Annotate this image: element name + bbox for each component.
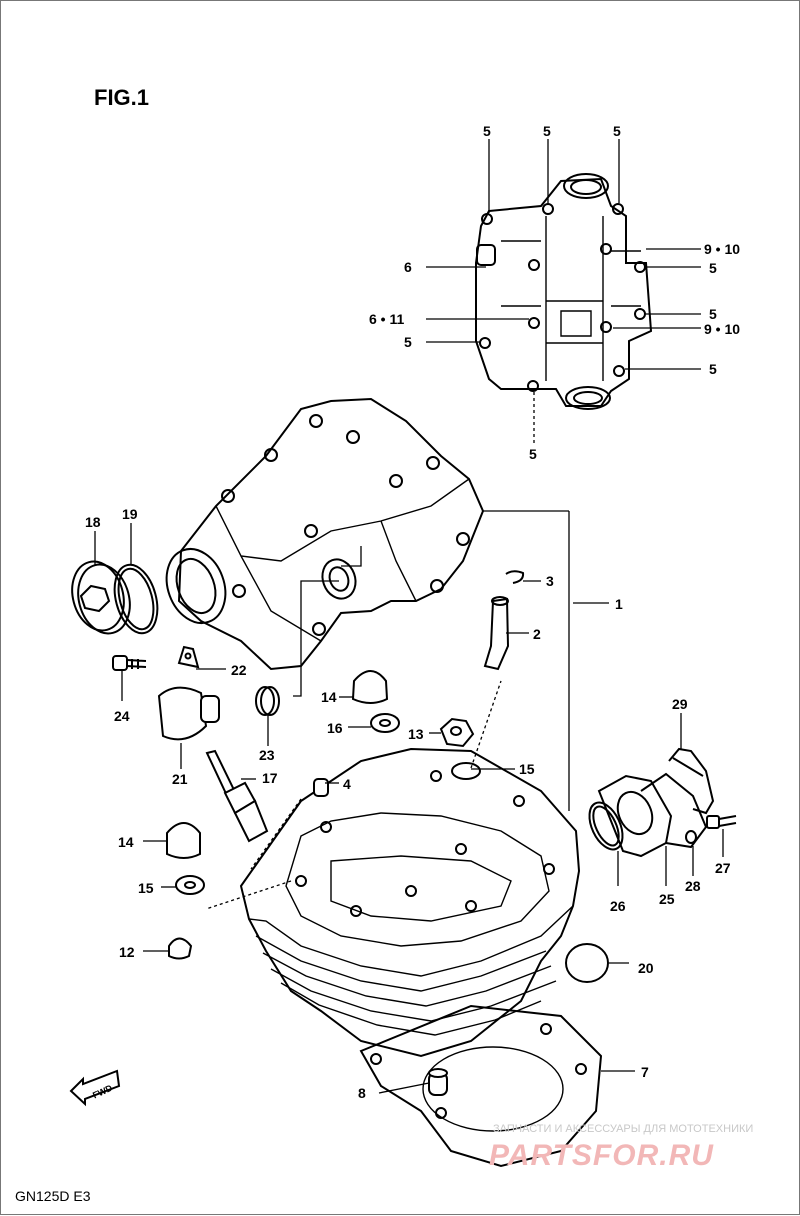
watermark-site: PARTSFOR.RU — [489, 1139, 714, 1172]
callout-21: 21 — [172, 771, 188, 787]
callout-5g: 5 — [709, 361, 717, 377]
callout-5h: 5 — [529, 446, 537, 462]
cylinder-head — [239, 747, 581, 1058]
callout-24: 24 — [114, 708, 130, 724]
nut — [439, 717, 475, 748]
callout-12: 12 — [119, 944, 135, 960]
callout-14b: 14 — [118, 834, 134, 850]
callout-15a: 15 — [519, 761, 535, 777]
head-cover-top-view — [475, 173, 653, 410]
valve-cap-assembly — [71, 560, 159, 635]
head-cover-leader-lines — [426, 139, 701, 443]
oil-seal — [255, 686, 280, 716]
callout-9-10b: 9 • 10 — [704, 321, 740, 337]
watermark: ЗАПЧАСТИ И АКСЕССУАРЫ ДЛЯ МОТОТЕХНИКИ PA… — [489, 1123, 753, 1172]
spark-plug — [205, 749, 269, 843]
callout-5b: 5 — [543, 123, 551, 139]
callout-27: 27 — [715, 860, 731, 876]
callout-4: 4 — [343, 776, 351, 792]
callout-26: 26 — [610, 898, 626, 914]
callout-13: 13 — [408, 726, 424, 742]
cap — [157, 686, 220, 741]
callout-14a: 14 — [321, 689, 337, 705]
callout-5c: 5 — [613, 123, 621, 139]
washer-lower — [175, 875, 205, 895]
cylinder-head-gasket — [359, 1004, 603, 1168]
callout-16: 16 — [327, 720, 343, 736]
callout-2: 2 — [533, 626, 541, 642]
callout-labels: 5 5 5 6 9 • 10 5 5 6 • 11 9 • 10 5 5 5 1… — [85, 123, 740, 1101]
callout-18: 18 — [85, 514, 101, 530]
callout-17: 17 — [262, 770, 278, 786]
callout-20: 20 — [638, 960, 654, 976]
callout-1: 1 — [615, 596, 623, 612]
callout-15b: 15 — [138, 880, 154, 896]
callout-6: 6 — [404, 259, 412, 275]
valve-guide — [483, 596, 510, 671]
callout-3: 3 — [546, 573, 554, 589]
model-code: GN125D E3 — [15, 1188, 91, 1204]
circlip — [505, 570, 525, 584]
callout-5e: 5 — [709, 306, 717, 322]
callout-25: 25 — [659, 891, 675, 907]
callout-9-10a: 9 • 10 — [704, 241, 740, 257]
callout-5d: 5 — [709, 260, 717, 276]
cap-nut-upper — [351, 670, 389, 704]
callout-6-11: 6 • 11 — [369, 311, 404, 327]
dowel-pin — [428, 1068, 448, 1096]
callout-7: 7 — [641, 1064, 649, 1080]
cap-nut-lower — [166, 822, 201, 859]
callout-8: 8 — [358, 1085, 366, 1101]
callout-23: 23 — [259, 747, 275, 763]
leader-lines — [94, 510, 724, 1094]
watermark-tagline: ЗАПЧАСТИ И АКСЕССУАРЫ ДЛЯ МОТОТЕХНИКИ — [493, 1123, 753, 1135]
callout-29: 29 — [672, 696, 688, 712]
forward-direction-arrow: FWD — [69, 1069, 121, 1107]
intake-pipe-assembly — [588, 747, 737, 858]
callout-5a: 5 — [483, 123, 491, 139]
callout-19: 19 — [122, 506, 138, 522]
callout-5f: 5 — [404, 334, 412, 350]
figure-title: FIG.1 — [94, 85, 149, 110]
plug — [168, 937, 193, 960]
plug-large — [565, 943, 609, 983]
clamp — [177, 645, 200, 669]
callout-28: 28 — [685, 878, 701, 894]
screw — [112, 655, 147, 671]
head-cover-iso-view — [165, 397, 485, 671]
washer — [370, 713, 400, 733]
callout-22: 22 — [231, 662, 247, 678]
dowel-pin-small — [313, 778, 329, 797]
